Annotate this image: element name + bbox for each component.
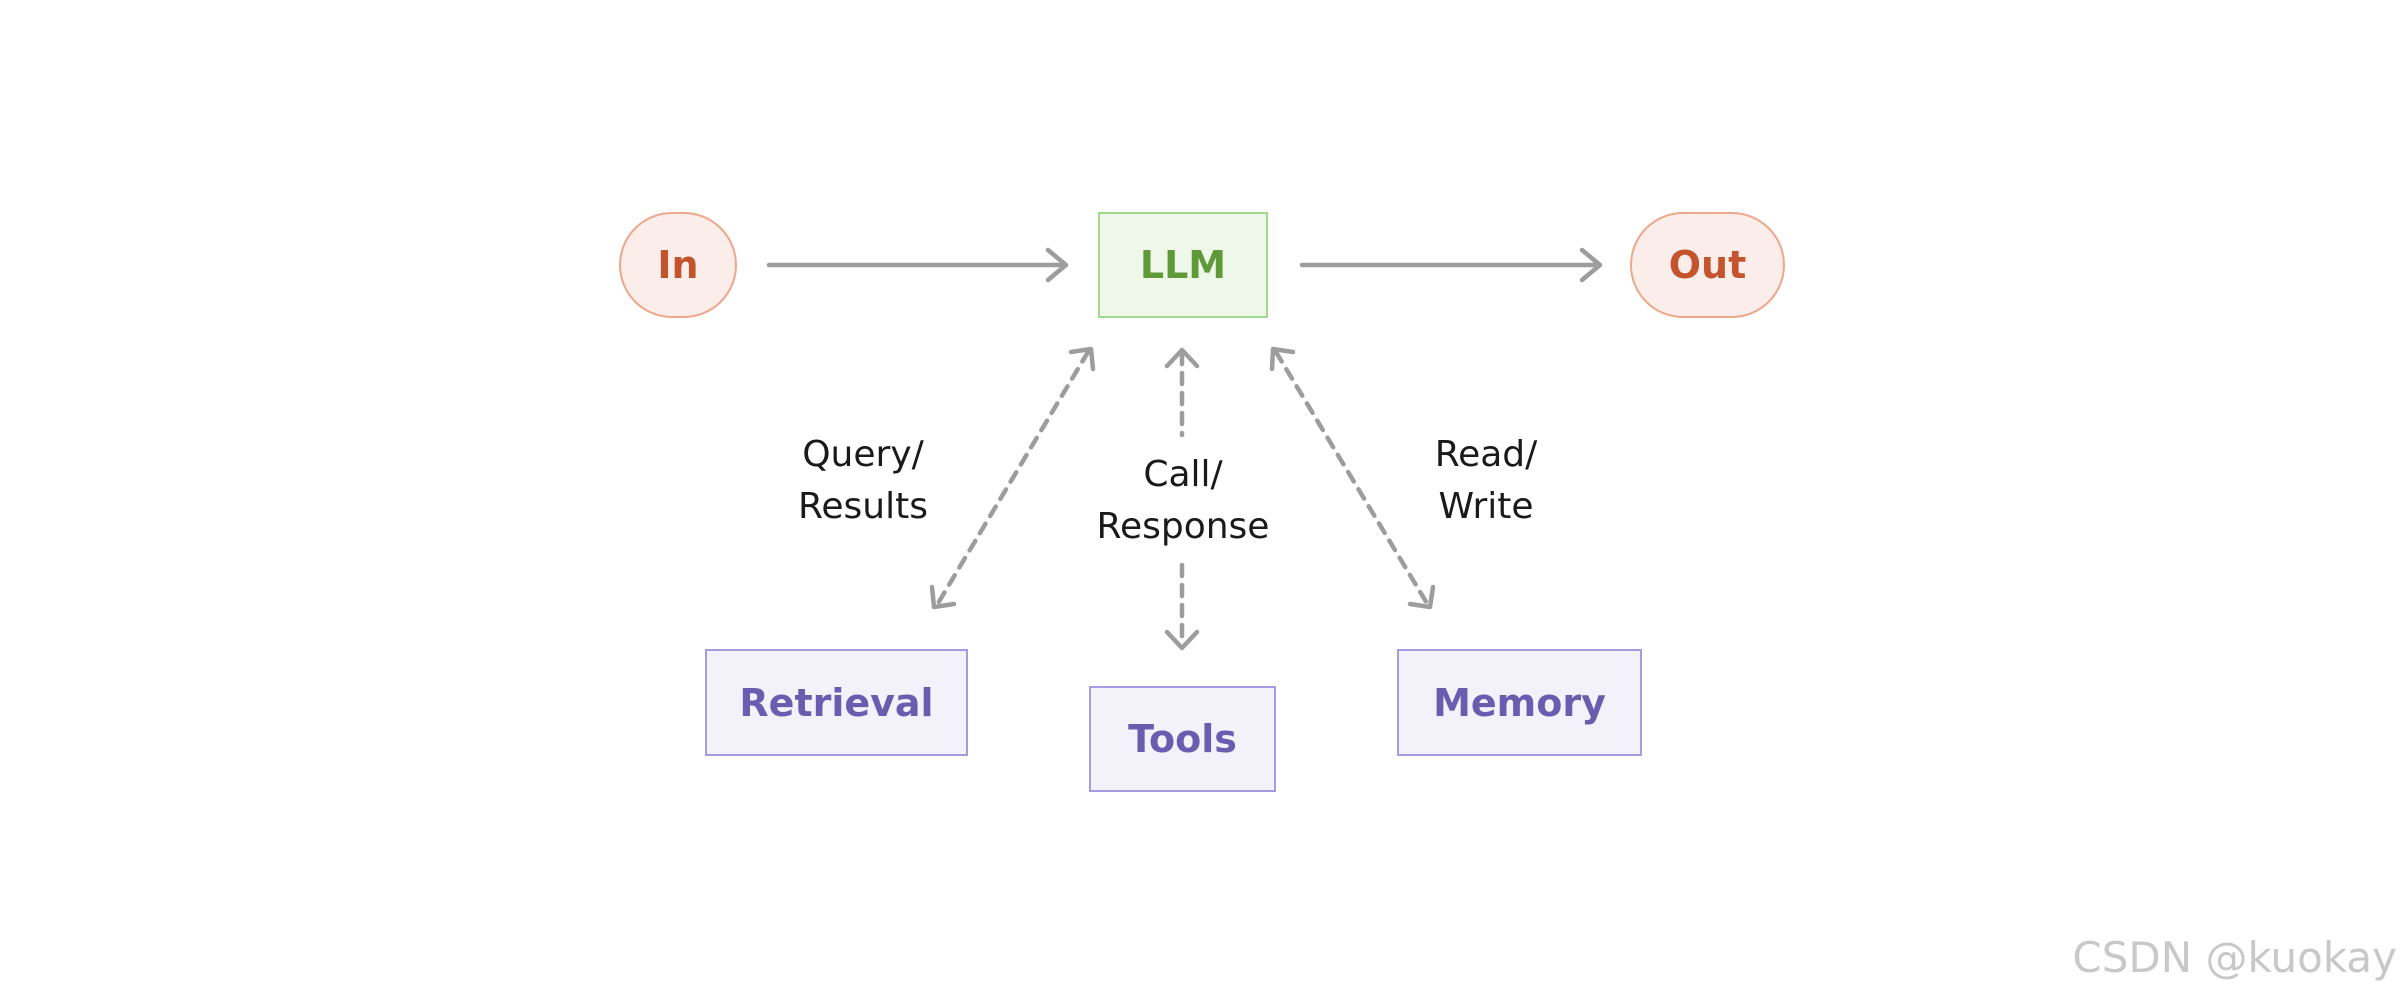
edge-label-line: Results	[798, 486, 928, 527]
arrow-llm-to-out	[1299, 247, 1603, 283]
edge-label-read-write: Read/ Write	[1435, 429, 1538, 533]
output-node: Out	[1630, 212, 1785, 318]
watermark-text: CSDN @kuokay	[2072, 933, 2397, 982]
edge-label-line: Response	[1096, 506, 1270, 547]
edge-label-line: Write	[1438, 486, 1534, 527]
memory-node: Memory	[1397, 649, 1642, 756]
edge-label-line: Read/	[1434, 434, 1538, 475]
arrow-retrieval-llm	[929, 346, 1096, 610]
edge-label-call-response: Call/ Response	[1097, 449, 1270, 553]
edge-label-line: Query/	[802, 434, 924, 475]
arrow-in-to-llm	[766, 247, 1069, 283]
input-node: In	[619, 212, 737, 318]
retrieval-node: Retrieval	[705, 649, 968, 756]
tools-node: Tools	[1089, 686, 1276, 792]
arrow-tools-llm	[1164, 347, 1200, 651]
edge-label-query-results: Query/ Results	[798, 429, 928, 533]
edge-label-line: Call/	[1143, 454, 1223, 495]
llm-node: LLM	[1098, 212, 1268, 318]
arrow-memory-llm	[1269, 346, 1436, 610]
